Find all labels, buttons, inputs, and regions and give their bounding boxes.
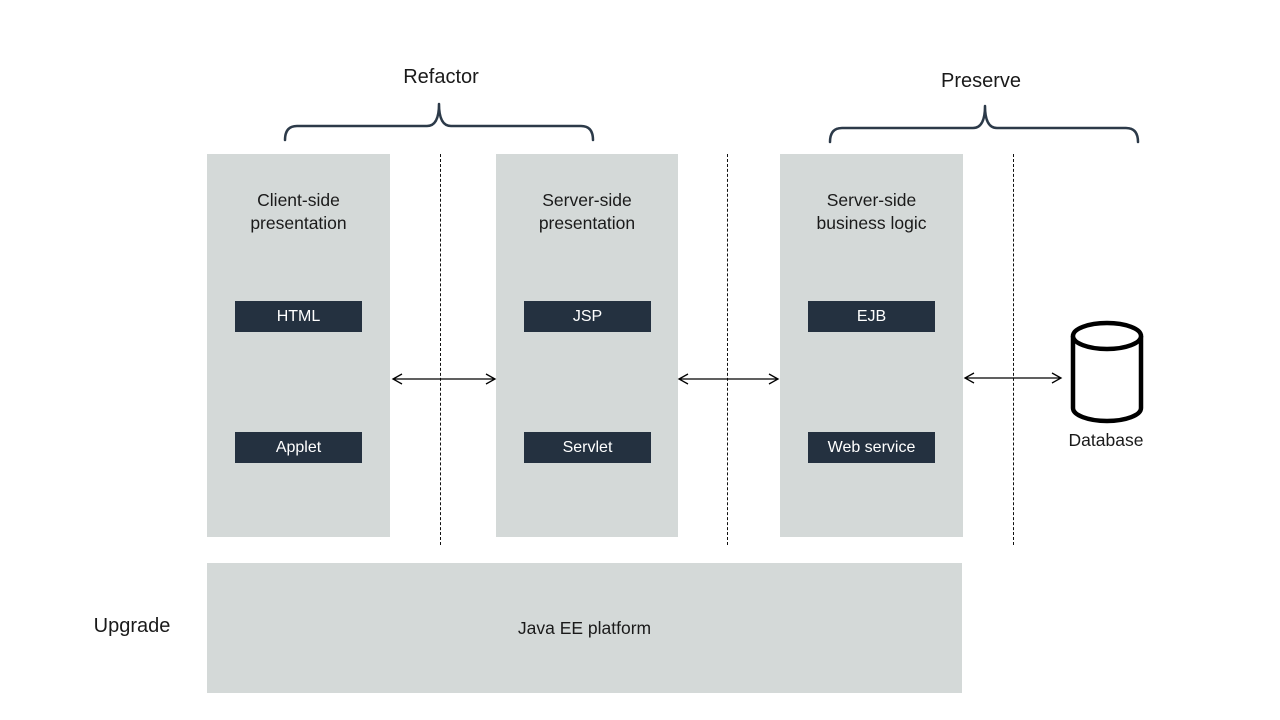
upgrade-label: Upgrade bbox=[93, 615, 171, 637]
chip-web-service: Web service bbox=[808, 432, 935, 463]
platform-label: Java EE platform bbox=[517, 617, 652, 638]
panel-title: Client-side presentation bbox=[250, 190, 347, 233]
double-arrow-icon bbox=[963, 372, 1063, 384]
panel-title: Server-side business logic bbox=[816, 190, 927, 233]
chip-html: HTML bbox=[235, 301, 362, 332]
panel-server-side-presentation: Server-side presentation JSP Servlet bbox=[496, 154, 678, 537]
dashed-separator-1 bbox=[440, 154, 441, 545]
database-label: Database bbox=[1068, 430, 1144, 450]
double-arrow-icon bbox=[677, 373, 780, 385]
refactor-brace-icon bbox=[283, 102, 595, 142]
chip-jsp: JSP bbox=[524, 301, 651, 332]
database-icon bbox=[1070, 320, 1144, 424]
panel-client-side-presentation: Client-side presentation HTML Applet bbox=[207, 154, 390, 537]
refactor-label: Refactor bbox=[403, 66, 479, 88]
preserve-brace-icon bbox=[828, 104, 1140, 144]
chip-servlet: Servlet bbox=[524, 432, 651, 463]
java-ee-platform-bar: Java EE platform bbox=[207, 563, 962, 693]
chip-ejb: EJB bbox=[808, 301, 935, 332]
dashed-separator-2 bbox=[727, 154, 728, 545]
panel-server-side-business-logic: Server-side business logic EJB Web servi… bbox=[780, 154, 963, 537]
chip-applet: Applet bbox=[235, 432, 362, 463]
double-arrow-icon bbox=[391, 373, 497, 385]
dashed-separator-3 bbox=[1013, 154, 1014, 545]
preserve-label: Preserve bbox=[940, 70, 1022, 92]
panel-title: Server-side presentation bbox=[538, 190, 636, 233]
